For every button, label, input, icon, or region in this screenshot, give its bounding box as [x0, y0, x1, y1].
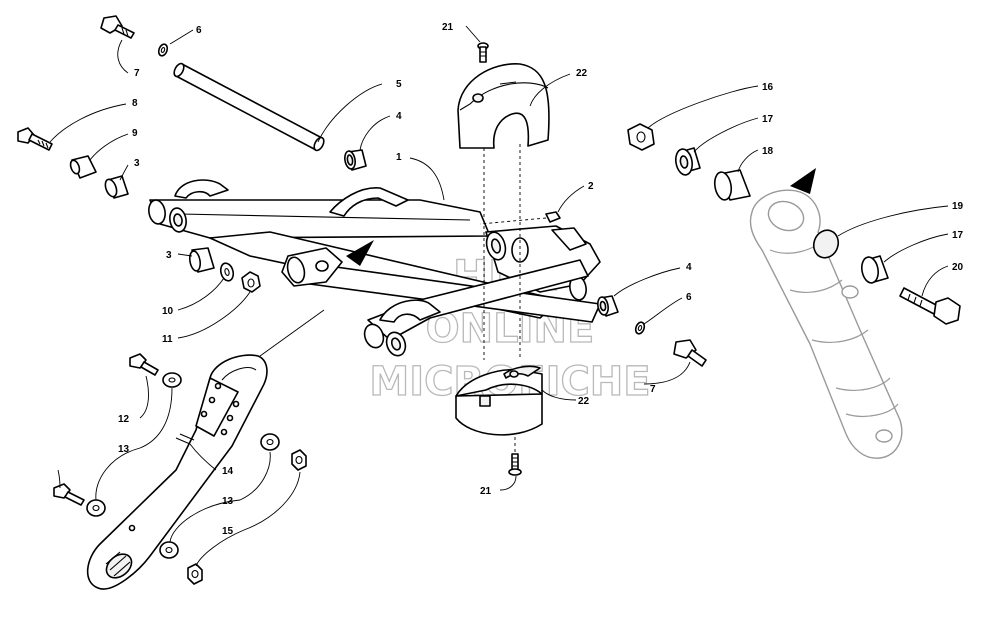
callout-22-upper: 22 [576, 68, 588, 79]
part-screw-bottom[interactable] [508, 434, 522, 476]
part-block-upper[interactable] [457, 63, 550, 360]
callout-7-right: 7 [650, 384, 656, 395]
part-shaft[interactable] [172, 62, 326, 152]
part-bolt-small[interactable] [479, 211, 561, 225]
leader-lines [49, 25, 949, 567]
callout-17-lower: 17 [952, 230, 964, 241]
part-washer-13-mid[interactable] [260, 433, 280, 451]
callout-3-lower: 3 [166, 250, 172, 261]
callout-4-right: 4 [686, 262, 692, 273]
callout-9: 9 [132, 128, 138, 139]
part-nut-15-upper[interactable] [291, 449, 307, 471]
direction-arrow-left [346, 240, 374, 266]
callout-11: 11 [162, 334, 173, 345]
part-washer-13-lower-right[interactable] [159, 541, 179, 559]
part-bushing-3-lower[interactable] [188, 247, 215, 273]
callout-22-lower: 22 [578, 396, 590, 407]
part-screw-top[interactable] [477, 42, 489, 63]
part-screw-12[interactable] [129, 353, 159, 376]
callout-16: 16 [762, 82, 774, 93]
callout-3-upper: 3 [134, 158, 140, 169]
callout-21-top: 21 [442, 22, 454, 33]
part-washer-10[interactable] [219, 262, 235, 282]
part-washer-13-upper[interactable] [162, 372, 182, 388]
part-spacer[interactable] [69, 155, 97, 179]
callout-14: 14 [222, 466, 234, 477]
callout-4-upper: 4 [396, 111, 402, 122]
part-strap[interactable] [86, 354, 268, 590]
callouts: 6 7 5 4 8 9 3 1 2 22 21 3 10 11 4 6 7 22… [118, 22, 964, 537]
callout-15: 15 [222, 526, 234, 537]
callout-20: 20 [952, 262, 964, 273]
part-bushing-18[interactable] [713, 169, 751, 201]
callout-19: 19 [952, 201, 964, 212]
part-bolt-top-left[interactable] [100, 15, 135, 39]
callout-6-right: 6 [686, 292, 692, 303]
part-bolt-right[interactable] [673, 339, 707, 367]
part-bushing-3-upper[interactable] [103, 175, 129, 199]
callout-5: 5 [396, 79, 402, 90]
part-block-lower[interactable] [455, 365, 543, 436]
part-shock-absorber [749, 189, 903, 459]
part-washer-17-lower[interactable] [860, 255, 889, 284]
callout-6-top: 6 [196, 25, 202, 36]
callout-2: 2 [588, 181, 594, 192]
part-washer-17-upper[interactable] [674, 147, 701, 176]
part-washer-right[interactable] [634, 321, 646, 335]
part-washer-13-lower-left[interactable] [86, 499, 106, 517]
part-bolt-20[interactable] [899, 287, 961, 325]
part-screw-12-lower[interactable] [53, 483, 85, 506]
part-swing-arm[interactable] [147, 179, 601, 358]
callout-13-upper: 13 [118, 444, 130, 455]
callout-12: 12 [118, 414, 130, 425]
callout-1: 1 [396, 152, 402, 163]
part-bushing-upper[interactable] [344, 149, 367, 171]
callout-18: 18 [762, 146, 774, 157]
callout-13-lower: 13 [222, 496, 234, 507]
part-bolt-left[interactable] [17, 127, 53, 151]
part-nut-16[interactable] [627, 123, 655, 151]
direction-arrow-right [790, 168, 816, 194]
part-nut-15-lower[interactable] [187, 563, 203, 585]
callout-17-upper: 17 [762, 114, 774, 125]
part-spacer-19[interactable] [810, 227, 842, 262]
callout-7-top: 7 [134, 68, 140, 79]
part-nut-11[interactable] [241, 271, 261, 293]
callout-10: 10 [162, 306, 174, 317]
part-bushing-right[interactable] [597, 295, 619, 317]
callout-8: 8 [132, 98, 138, 109]
part-washer-top[interactable] [157, 43, 169, 57]
callout-21-bottom: 21 [480, 486, 492, 497]
